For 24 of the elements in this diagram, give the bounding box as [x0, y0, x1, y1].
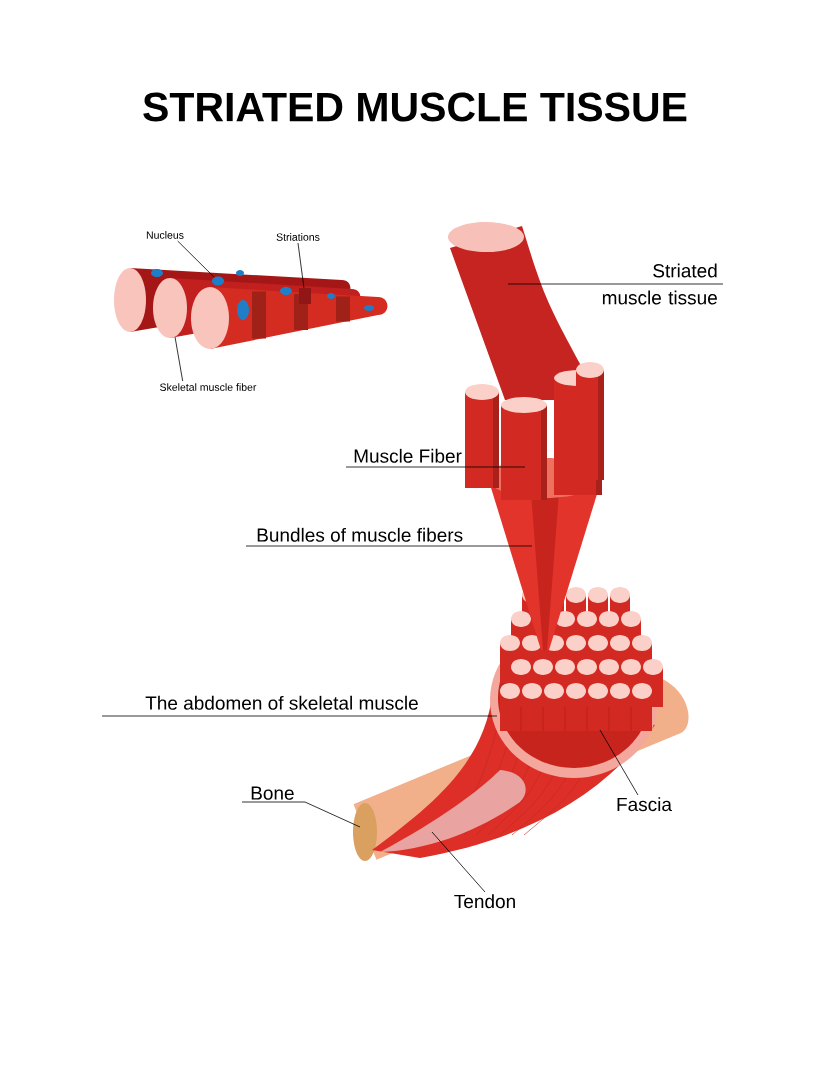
leader-line: [345, 466, 526, 468]
part-label: Bundles of muscle fibers: [257, 527, 463, 542]
part-label: Tendon: [454, 894, 515, 909]
leader-line: [599, 729, 639, 796]
part-label: Striations: [276, 233, 320, 241]
part-label: Nucleus: [146, 231, 184, 239]
nucleus-blob: [212, 276, 224, 286]
leader-line: [431, 831, 486, 893]
part-label: The abdomen of skeletal muscle: [145, 695, 418, 710]
part-label: Fascia: [617, 797, 672, 812]
part-label: Skeletal muscle fiber: [160, 383, 257, 391]
leader-line: [101, 715, 498, 717]
part-label: Bone: [251, 786, 294, 800]
leader-line: [245, 545, 533, 547]
part-label: Striated muscle tissue: [602, 263, 717, 305]
leader-line: [297, 242, 305, 289]
leader-line: [241, 801, 361, 828]
title: STRIATED MUSCLE TISSUE: [143, 92, 687, 122]
leader-line: [174, 336, 184, 382]
leader-line: [177, 240, 215, 278]
fiber-end: [153, 278, 187, 338]
part-label: Muscle Fiber: [354, 448, 462, 463]
leader-line: [507, 283, 724, 285]
striation-band: [299, 288, 311, 304]
